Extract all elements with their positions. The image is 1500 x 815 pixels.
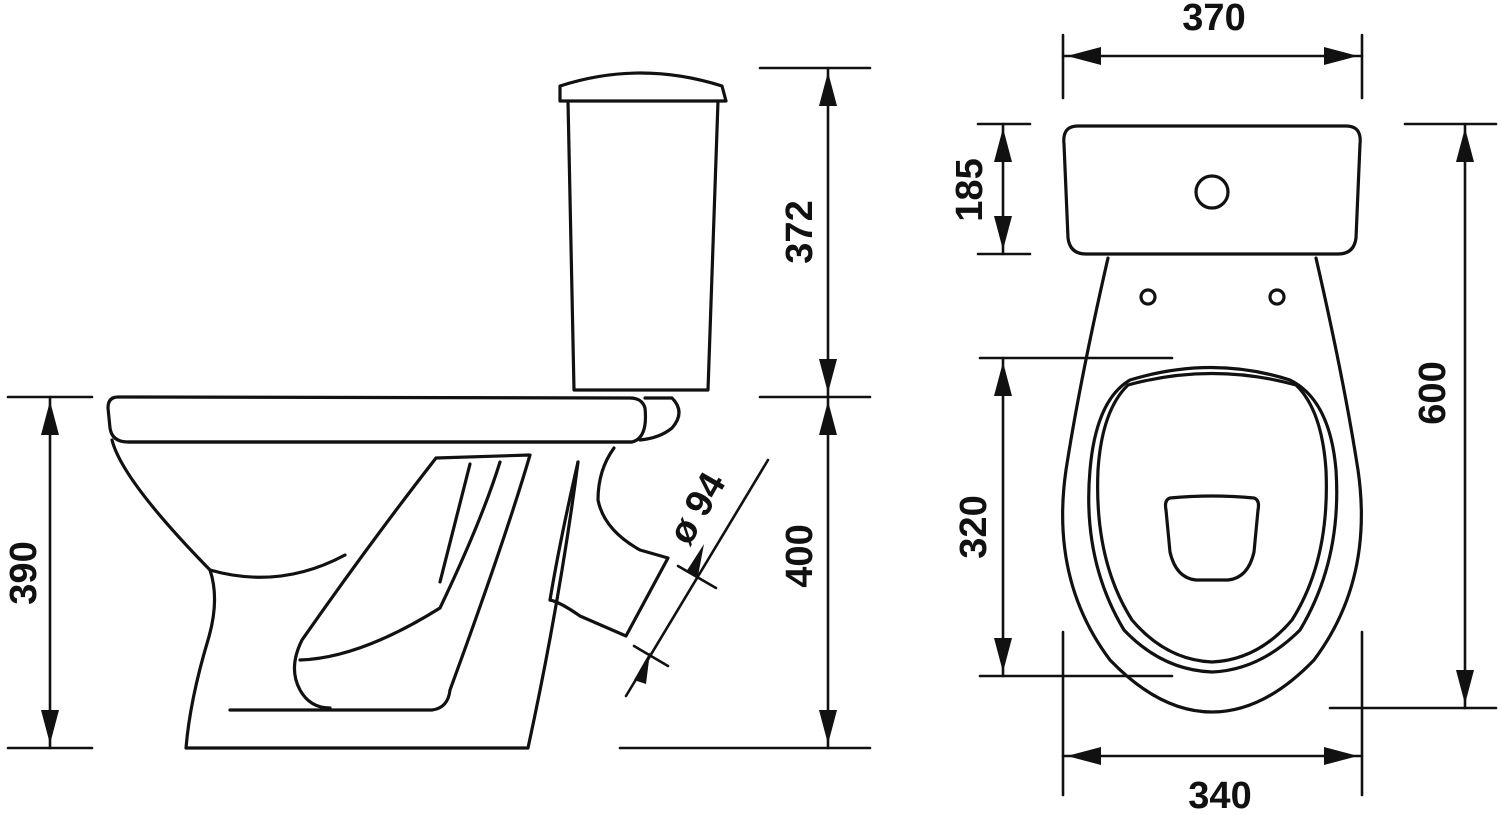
dimension-lines xyxy=(6,33,1498,797)
outlet-diameter-group: ø 94 xyxy=(661,466,735,552)
seat-height-label: 400 xyxy=(779,524,821,587)
bowl-outline xyxy=(110,438,580,750)
trap-inner-front xyxy=(298,460,502,662)
seat-ring xyxy=(1087,365,1339,674)
top-view xyxy=(1061,124,1363,714)
dimension-labels: 372 400 390 ø 94 370 185 600 320 340 xyxy=(3,0,1454,815)
outlet-pipe xyxy=(548,446,670,638)
seat-opening-length-label: 320 xyxy=(953,495,995,558)
hinge-detail xyxy=(638,396,681,442)
seat-hole-right xyxy=(1268,288,1286,306)
seat-rim xyxy=(106,395,648,444)
base-width-label: 340 xyxy=(1188,775,1251,815)
seat-hole-left xyxy=(1139,288,1157,306)
outlet-inner xyxy=(548,460,580,602)
tank-top xyxy=(1062,124,1362,256)
bowl-outer xyxy=(1061,256,1363,714)
drain-opening xyxy=(1163,494,1261,582)
side-view xyxy=(106,71,728,750)
bowl-height-label: 390 xyxy=(3,541,45,604)
tank-height-label: 372 xyxy=(779,200,821,263)
tank-width-label: 370 xyxy=(1182,0,1245,39)
trap-inner-back xyxy=(228,453,532,712)
flush-button-icon xyxy=(1194,174,1230,210)
seat-opening xyxy=(1096,371,1328,664)
outlet-diameter-label: 94 xyxy=(677,466,735,524)
tank-depth-label: 185 xyxy=(949,158,991,221)
trap-rib xyxy=(438,462,472,584)
tank-body xyxy=(566,99,720,392)
tank-lid xyxy=(558,71,728,103)
foot-curve xyxy=(208,553,347,579)
total-length-label: 600 xyxy=(1412,361,1454,424)
